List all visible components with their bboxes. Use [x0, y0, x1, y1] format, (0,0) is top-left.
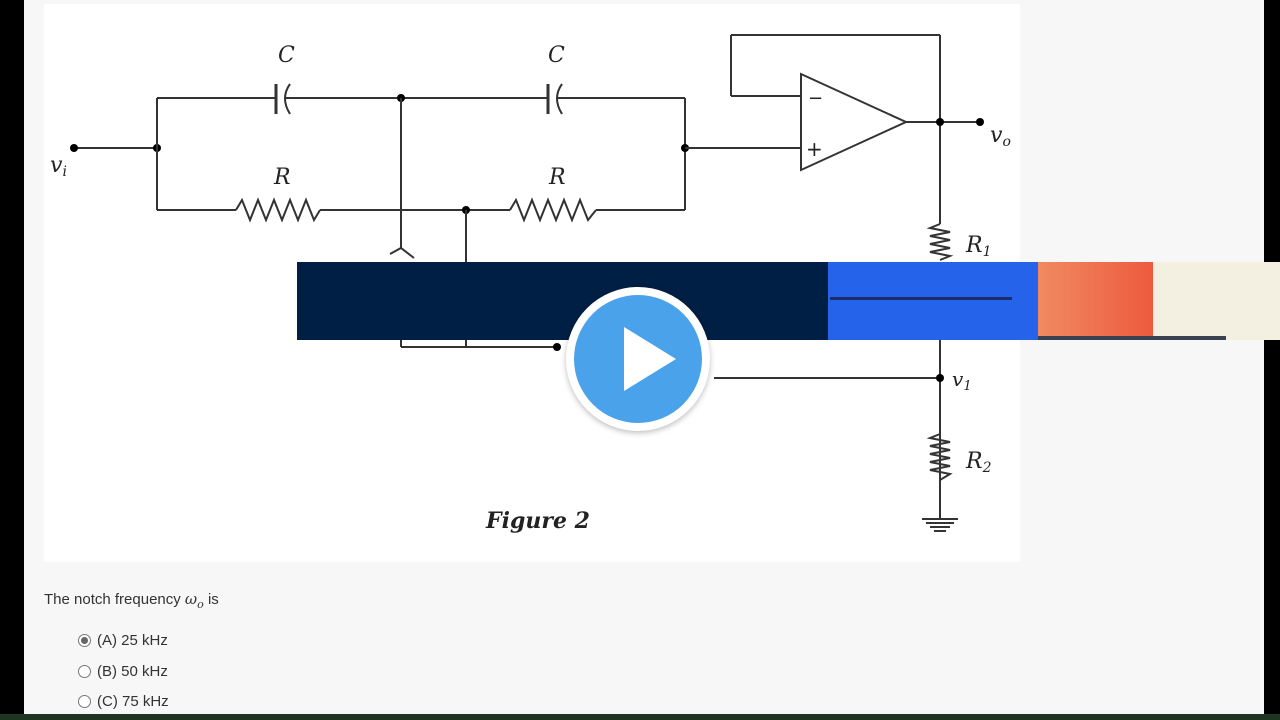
node: [936, 118, 944, 126]
label-v1: v1: [952, 367, 972, 394]
option-c-label: (C) 75 kHz: [97, 693, 169, 710]
question-prefix: The notch frequency: [44, 591, 185, 608]
radio-option-b[interactable]: [78, 665, 91, 678]
resistor: [509, 197, 597, 223]
label-R1: R1: [965, 233, 992, 260]
option-b-label: (B) 50 kHz: [97, 663, 168, 680]
overlay-progress-bar: [1038, 336, 1226, 340]
play-button-circle: [574, 295, 702, 423]
option-a-label: (A) 25 kHz: [97, 632, 168, 649]
radio-option-c[interactable]: [78, 695, 91, 708]
overlay-orange-band: [1038, 262, 1153, 340]
resistor-r2: [926, 433, 953, 481]
overlay-blue-band: [828, 262, 1038, 340]
resistor: [389, 246, 415, 259]
radio-option-a[interactable]: [78, 634, 91, 647]
label-r-left: R: [273, 165, 291, 190]
play-icon: [624, 327, 676, 391]
bottom-bar: [0, 714, 1280, 720]
circuit-diagram: vi vo v1 C C R R R1 R2 Figure 2 − +: [50, 34, 1011, 534]
node: [936, 374, 944, 382]
play-button[interactable]: [566, 287, 710, 431]
overlay-line: [830, 297, 1012, 300]
label-minus: −: [808, 88, 823, 109]
option-a[interactable]: (A) 25 kHz: [78, 632, 168, 649]
option-c[interactable]: (C) 75 kHz: [78, 693, 169, 710]
question-suffix: is: [203, 591, 219, 608]
label-r-right: R: [548, 165, 566, 190]
overlay-cream-band: [1153, 262, 1280, 340]
output-terminal: [976, 118, 984, 126]
input-terminal: [70, 144, 78, 152]
option-b[interactable]: (B) 50 kHz: [78, 663, 168, 680]
op-amp: [800, 72, 909, 172]
node: [553, 343, 561, 351]
label-c-left: C: [278, 43, 295, 68]
label-vi: vi: [50, 153, 67, 180]
label-c-right: C: [548, 43, 565, 68]
question-symbol: ωo: [184, 590, 204, 611]
question-text: The notch frequency ωo is: [44, 590, 219, 611]
label-R2: R2: [965, 449, 992, 476]
overlay-navy-band: [297, 262, 828, 340]
figure-caption: Figure 2: [485, 508, 590, 534]
resistor-r1: [926, 223, 954, 261]
label-plus: +: [806, 137, 823, 161]
label-vo: vo: [990, 123, 1011, 150]
resistor: [235, 197, 321, 223]
